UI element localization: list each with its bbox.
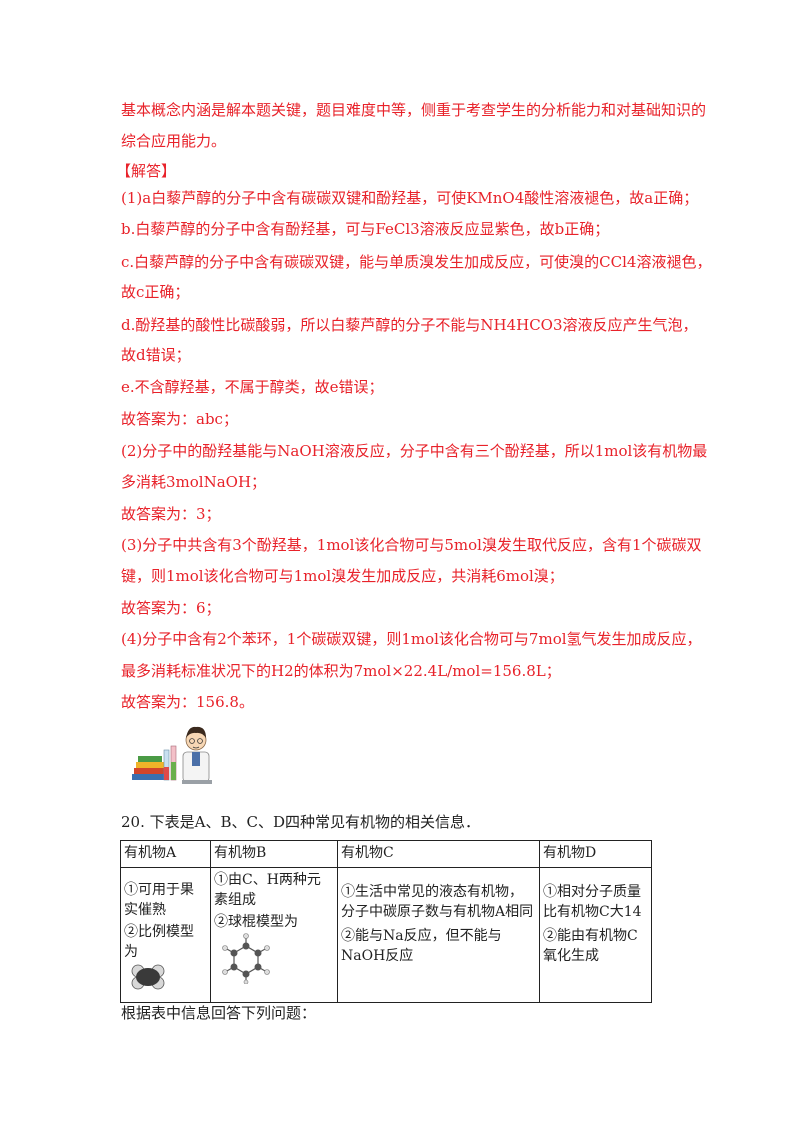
cell-compound-b: ①由C、H两种元素组成 ②球棍模型为 [210,867,338,1003]
header-compound-d: 有机物D [539,840,652,868]
part4-answer: 故答案为：156.8。 [121,693,254,711]
header-compound-c: 有机物C [337,840,540,868]
header-compound-a: 有机物A [120,840,211,868]
ball-and-stick-model-image [222,933,270,985]
part1-e: e.不含醇羟基，不属于醇类，故e错误； [121,378,384,396]
question-20-instruction: 根据表中信息回答下列问题： [121,1004,317,1022]
part4-line-1: (4)分子中含有2个苯环，1个碳碳双键，则1mol该化合物可与7mol氢气发生加… [121,630,702,648]
organic-compounds-table: 有机物A 有机物B 有机物C 有机物D ①可用于果实催熟 ②比例模型为 ①由C、… [120,840,652,1003]
part2-line-2: 多消耗3molNaOH； [121,473,267,491]
part2-line-1: (2)分子中的酚羟基能与NaOH溶液反应，分子中含有三个酚羟基，所以1mol该有… [121,442,708,460]
cell-compound-d: ①相对分子质量比有机物C大14 ②能由有机物C氧化生成 [539,867,652,1003]
intro-line-1: 基本概念内涵是解本题关键，题目难度中等，侧重于考查学生的分析能力和对基础知识的 [121,101,707,119]
part1-d1: d.酚羟基的酸性比碳酸弱，所以白藜芦醇的分子不能与NH4HCO3溶液反应产生气泡… [121,316,698,334]
header-compound-b: 有机物B [210,840,338,868]
compound-b-item-1: ①由C、H两种元素组成 [214,872,321,908]
compound-c-item-2: ②能与Na反应，但不能与NaOH反应 [341,928,502,964]
part1-a: (1)a白藜芦醇的分子中含有碳碳双键和酚羟基，可使KMnO4酸性溶液褪色，故a正… [121,189,699,207]
cell-compound-c: ①生活中常见的液态有机物，分子中碳原子数与有机物A相同 ②能与Na反应，但不能与… [337,867,540,1003]
part1-d2: 故d错误； [121,346,191,364]
space-filling-model-image [131,964,165,990]
part1-b: b.白藜芦醇的分子中含有酚羟基，可与FeCl3溶液反应显紫色，故b正确； [121,220,610,238]
part3-line-1: (3)分子中共含有3个酚羟基，1mol该化合物可与5mol溴发生取代反应，含有1… [121,536,702,554]
compound-d-item-2: ②能由有机物C氧化生成 [543,928,638,964]
table-header-row: 有机物A 有机物B 有机物C 有机物D [120,840,652,868]
part4-line-2: 最多消耗标准状况下的H2的体积为7mol×22.4L/mol=156.8L； [121,662,561,680]
answer-header: 【解答】 [116,162,177,180]
cell-compound-a: ①可用于果实催熟 ②比例模型为 [120,867,211,1003]
compound-a-item-1: ①可用于果实催熟 [124,882,194,918]
part1-c1: c.白藜芦醇的分子中含有碳碳双键，能与单质溴发生加成反应，可使溴的CCl4溶液褪… [121,253,712,271]
compound-d-item-1: ①相对分子质量比有机物C大14 [543,884,642,920]
compound-c-item-1: ①生活中常见的液态有机物，分子中碳原子数与有机物A相同 [341,884,534,920]
part3-line-2: 键，则1mol该化合物可与1mol溴发生加成反应，共消耗6mol溴； [121,567,564,585]
question-20-stem: 20. 下表是A、B、C、D四种常见有机物的相关信息． [121,813,480,831]
table-body-row: ①可用于果实催熟 ②比例模型为 ①由C、H两种元素组成 ②球棍模型为 [120,867,652,1003]
part1-c2: 故c正确； [121,283,190,301]
scientist-cartoon-image [128,722,220,788]
part2-answer: 故答案为：3； [121,505,221,523]
part3-answer: 故答案为：6； [121,599,221,617]
intro-line-2: 综合应用能力。 [121,132,227,150]
part1-answer: 故答案为：abc； [121,410,238,428]
compound-b-item-2: ②球棍模型为 [214,914,298,930]
compound-a-item-2: ②比例模型为 [124,924,194,960]
